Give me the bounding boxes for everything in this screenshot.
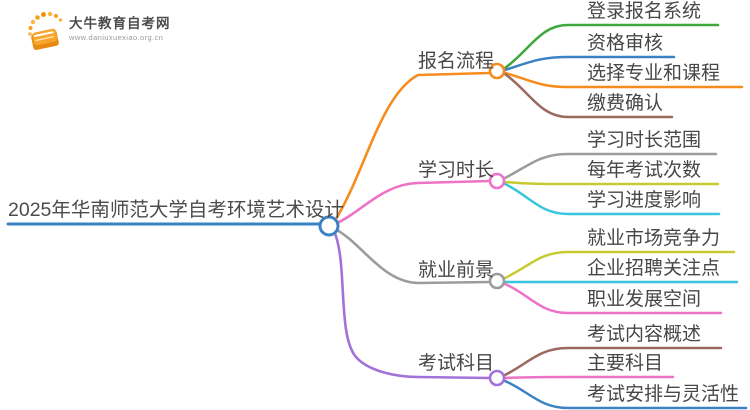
child-1-2-label: 资格审核 bbox=[587, 33, 664, 54]
child-line-3-3 bbox=[503, 282, 723, 315]
branch-node-circle-4 bbox=[488, 369, 506, 387]
child-4-1-label: 考试内容概述 bbox=[587, 324, 702, 345]
child-4-2-label: 主要科目 bbox=[587, 353, 664, 374]
site-logo[interactable]: 大牛教育自考网 www.daniuxuexiao.org.cn bbox=[26, 10, 171, 52]
branch-2-label: 学习时长 bbox=[418, 160, 495, 181]
child-3-2-label: 企业招聘关注点 bbox=[587, 258, 721, 279]
child-line-4-1 bbox=[503, 346, 723, 377]
branch-line-4 bbox=[332, 229, 492, 380]
child-1-1-label: 登录报名系统 bbox=[587, 1, 702, 22]
child-2-2-label: 每年考试次数 bbox=[587, 160, 702, 181]
child-3-1-label: 就业市场竞争力 bbox=[587, 228, 721, 249]
child-line-3-1 bbox=[503, 250, 736, 280]
logo-book-icon bbox=[28, 11, 63, 50]
child-3-3-label: 职业发展空间 bbox=[587, 289, 702, 310]
child-line-2-2 bbox=[503, 180, 720, 186]
branch-3-label: 就业前景 bbox=[418, 260, 495, 281]
branch-line-3 bbox=[333, 227, 492, 285]
child-line-4-2 bbox=[503, 375, 675, 380]
child-2-3-label: 学习进度影响 bbox=[587, 190, 702, 211]
site-url: www.daniuxuexiao.org.cn bbox=[69, 33, 164, 42]
branch-1-label: 报名流程 bbox=[418, 51, 495, 72]
child-line-1-3 bbox=[503, 71, 744, 89]
child-1-3-label: 选择专业和课程 bbox=[587, 63, 721, 84]
branch-line-1 bbox=[332, 71, 492, 224]
central-topic-label: 2025年华南师范大学自考环境艺术设计 bbox=[8, 199, 344, 221]
branch-4-label: 考试科目 bbox=[418, 353, 495, 374]
child-line-2-1 bbox=[503, 152, 718, 180]
child-2-1-label: 学习时长范围 bbox=[587, 130, 702, 151]
site-name: 大牛教育自考网 bbox=[69, 16, 171, 31]
branch-node-circle-3 bbox=[488, 272, 506, 290]
child-4-3-label: 考试安排与灵活性 bbox=[587, 384, 740, 405]
branch-node-circle-2 bbox=[488, 172, 506, 190]
branch-node-circle-1 bbox=[488, 62, 506, 80]
child-line-4-3 bbox=[503, 379, 748, 410]
child-line-2-3 bbox=[503, 182, 721, 216]
child-line-1-1 bbox=[503, 23, 720, 70]
child-line-1-2 bbox=[503, 55, 676, 72]
branch-line-2 bbox=[333, 179, 492, 226]
central-node-circle bbox=[318, 215, 340, 237]
child-1-4-label: 缴费确认 bbox=[587, 93, 664, 114]
child-line-1-4 bbox=[503, 72, 674, 119]
